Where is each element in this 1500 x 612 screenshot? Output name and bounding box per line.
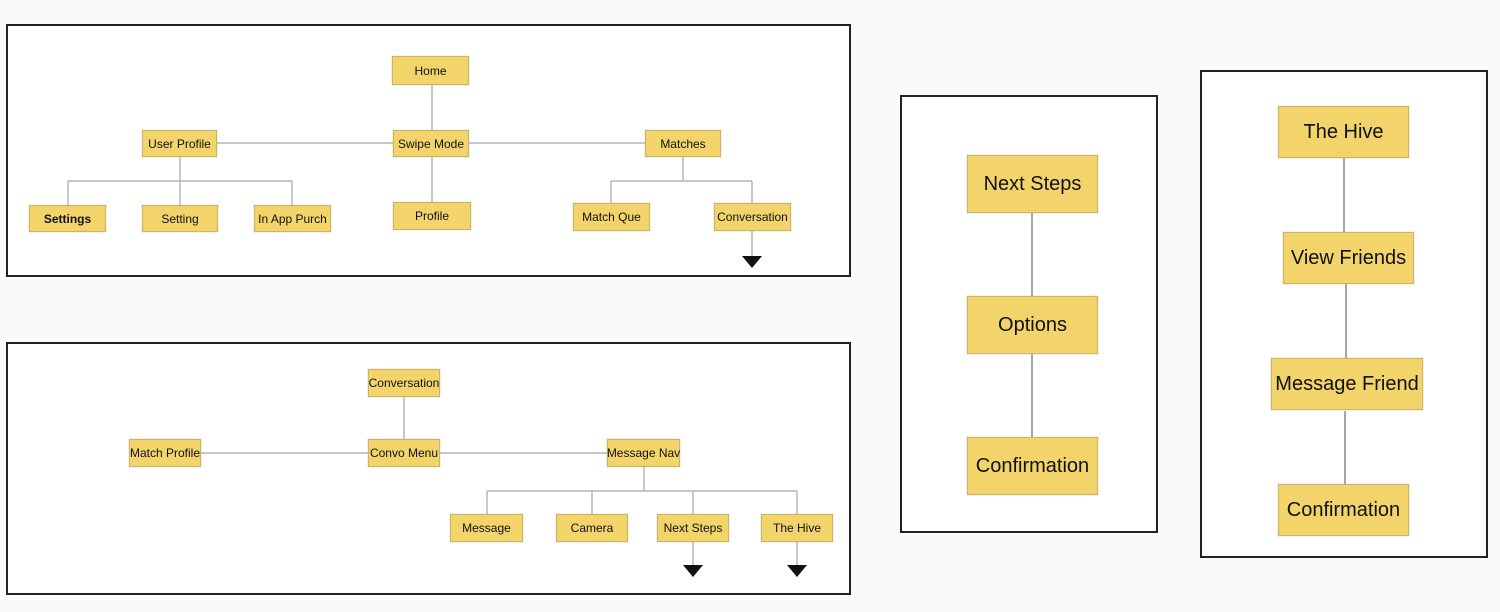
- main-nav-panel: Home User Profile Swipe Mode Matches Set…: [6, 24, 851, 277]
- hive-panel: The Hive View Friends Message Friend Con…: [1200, 70, 1488, 558]
- node-next-steps: Next Steps: [657, 514, 729, 542]
- node-message-nav: Message Nav: [607, 439, 680, 467]
- node-confirmation-next-steps: Confirmation: [967, 437, 1098, 495]
- node-view-friends: View Friends: [1283, 232, 1414, 284]
- node-home: Home: [392, 56, 469, 85]
- node-camera: Camera: [556, 514, 628, 542]
- node-setting: Setting: [142, 205, 218, 232]
- the-hive-arrow-icon: [787, 565, 807, 577]
- node-in-app-purch: In App Purch: [254, 205, 331, 232]
- main-nav-connectors: [67, 85, 762, 268]
- node-user-profile: User Profile: [142, 130, 217, 157]
- node-match-profile: Match Profile: [129, 439, 201, 467]
- node-conversation: Conversation: [714, 203, 791, 231]
- node-the-hive-large: The Hive: [1278, 106, 1409, 158]
- node-conversation-root: Conversation: [368, 369, 440, 397]
- node-next-steps-large: Next Steps: [967, 155, 1098, 213]
- conversation-nav-connectors: [201, 397, 807, 577]
- node-swipe-mode: Swipe Mode: [393, 130, 469, 157]
- next-steps-panel: Next Steps Options Confirmation: [900, 95, 1158, 533]
- node-settings: Settings: [29, 205, 106, 232]
- conversation-nav-panel: Conversation Match Profile Convo Menu Me…: [6, 342, 851, 595]
- next-steps-arrow-icon: [683, 565, 703, 577]
- node-confirmation-hive: Confirmation: [1278, 484, 1409, 536]
- node-profile: Profile: [393, 202, 471, 230]
- node-matches: Matches: [645, 130, 721, 157]
- continue-arrow-icon: [742, 256, 762, 268]
- node-options: Options: [967, 296, 1098, 354]
- next-steps-connectors: [1031, 213, 1033, 438]
- node-the-hive: The Hive: [761, 514, 833, 542]
- node-convo-menu: Convo Menu: [368, 439, 440, 467]
- node-message: Message: [450, 514, 523, 542]
- node-match-que: Match Que: [573, 203, 650, 231]
- hive-connectors: [1343, 158, 1347, 484]
- node-message-friend: Message Friend: [1271, 358, 1423, 410]
